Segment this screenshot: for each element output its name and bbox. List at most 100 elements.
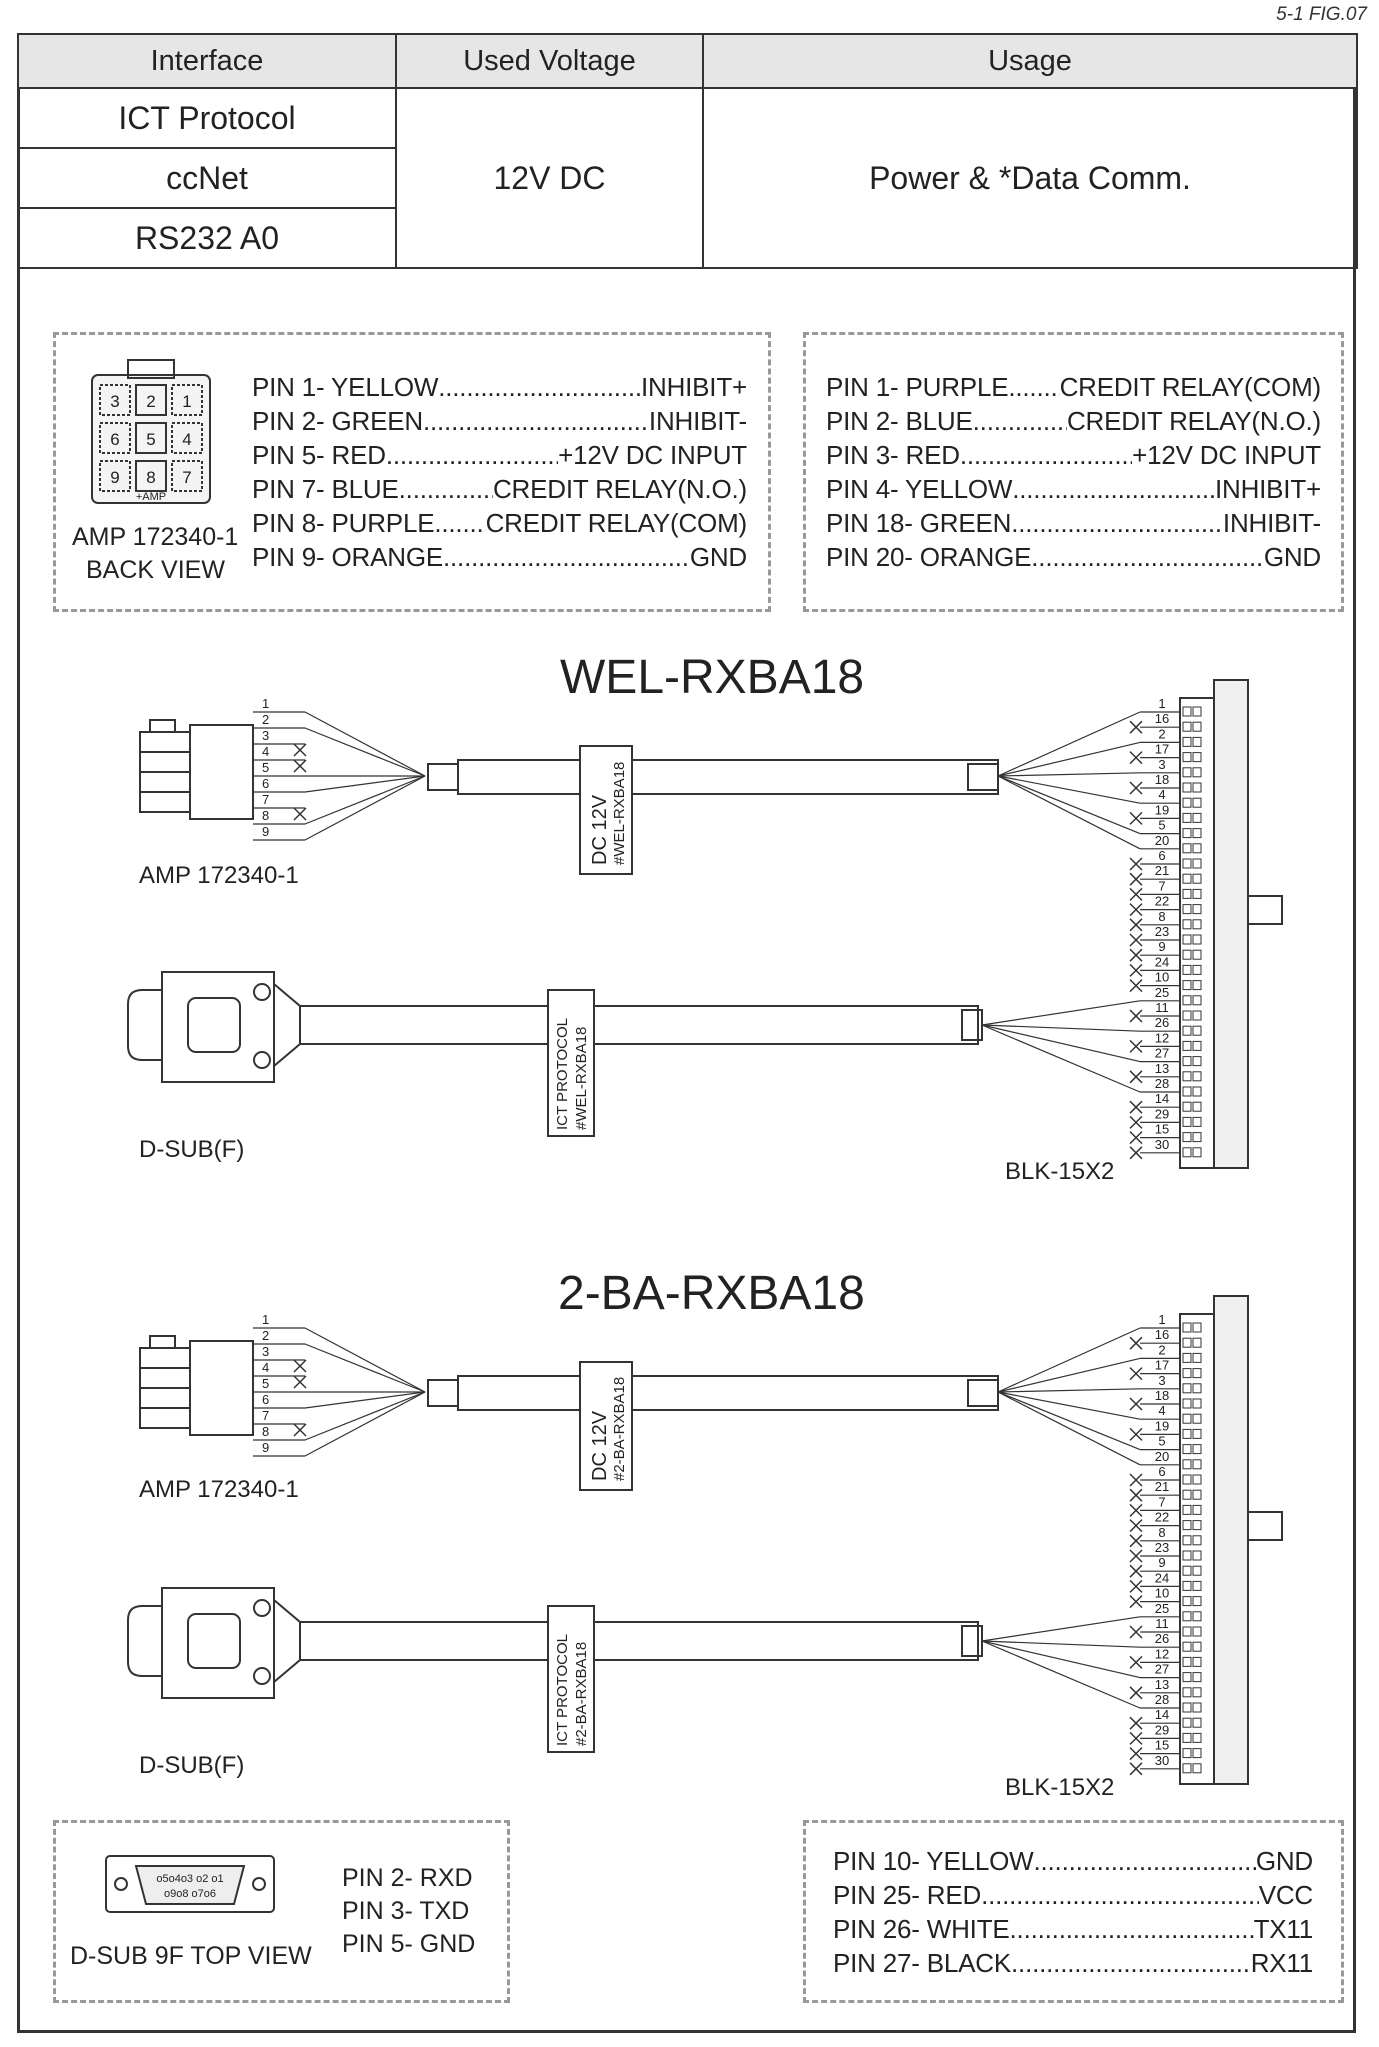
amp-mark: +AMP <box>136 491 166 503</box>
blk-terminal <box>1192 1504 1202 1515</box>
interface-ccnet: ccNet <box>17 147 397 209</box>
blk-pin-number: 28 <box>1155 1076 1169 1091</box>
no-connect-mark <box>1129 1549 1143 1563</box>
blk-terminal <box>1192 1702 1202 1713</box>
blk-terminal <box>1192 1025 1202 1036</box>
interface-table: Interface Used Voltage Usage ICT Protoco… <box>17 33 1358 269</box>
blk-terminal <box>1182 1672 1192 1683</box>
amp-pin-row: PIN 5- RED..............................… <box>252 440 747 471</box>
blk-terminal <box>1182 1086 1192 1097</box>
blk-pin-leader: ........................................… <box>1031 542 1264 572</box>
wire <box>997 775 1141 804</box>
blk-pin-leader: ........................................… <box>1011 508 1223 538</box>
amp-pin-7: 7 <box>182 468 191 487</box>
blk-pin-function: INHIBIT- <box>1222 508 1321 538</box>
data-pin-leader: ........................................… <box>981 1880 1259 1910</box>
amp-pin-number: 7 <box>262 1408 269 1423</box>
no-connect-mark <box>1129 933 1143 947</box>
blk-pin-number: 4 <box>1158 1403 1165 1418</box>
blk-terminal <box>1182 888 1192 899</box>
blk-pin-number: 4 <box>1158 787 1165 802</box>
ict-tag-line-2: #2-BA-RXBA18 <box>573 1642 590 1746</box>
blk-pin-row: PIN 4- YELLOW...........................… <box>826 474 1321 505</box>
amp-pin-number: 9 <box>262 824 269 839</box>
blk-pin-number: 6 <box>1158 848 1165 863</box>
dsub-window <box>187 1613 241 1669</box>
wire <box>304 711 426 777</box>
blk-pin-number: 27 <box>1155 1046 1169 1061</box>
no-connect-mark <box>293 743 307 757</box>
blk-terminal <box>1192 1672 1202 1683</box>
dc-tag <box>579 1361 633 1491</box>
blk-pin-number: 11 <box>1155 1000 1169 1015</box>
data-pin-row: PIN 25- RED.............................… <box>833 1880 1313 1911</box>
blk-pin-number: 14 <box>1155 1707 1169 1722</box>
no-connect-mark <box>1129 872 1143 886</box>
amp-pin-row: PIN 8- PURPLE...........................… <box>252 508 747 539</box>
dc-tag-line-1: DC 12V <box>589 794 611 865</box>
ict-tag-line-2: #WEL-RXBA18 <box>573 1027 590 1130</box>
blk-terminal <box>1192 1413 1202 1424</box>
blk-terminal <box>1182 1596 1192 1607</box>
amp-pin-1: 1 <box>182 392 191 411</box>
blk-pin-leader: ........................................… <box>959 440 1132 470</box>
wire <box>981 1000 1141 1026</box>
blk-terminal <box>1182 812 1192 823</box>
wire <box>304 1327 426 1393</box>
blk-terminal <box>1182 797 1192 808</box>
dsub-body <box>161 971 275 1083</box>
amp-caption-1: AMP 172340-1 <box>72 523 239 551</box>
dsub-screw <box>253 1599 271 1617</box>
blk-pin-number: 22 <box>1155 894 1169 909</box>
amp-pin-leader: ........................................… <box>443 542 690 572</box>
no-connect-mark <box>1129 1131 1143 1145</box>
blk-terminal <box>1182 1337 1192 1348</box>
blk-terminal <box>1182 1322 1192 1333</box>
blk-terminal <box>1182 904 1192 915</box>
blk-terminal <box>1192 1687 1202 1698</box>
blk-pin-number: 12 <box>1155 1646 1169 1661</box>
ict-cable <box>299 1005 979 1045</box>
blk-terminal <box>1192 1056 1202 1067</box>
amp-pin-number: 2 <box>262 1328 269 1343</box>
amp-pin-leader: ........................................… <box>438 372 641 402</box>
blk-terminal <box>1182 1147 1192 1158</box>
data-pin-row: PIN 27- BLACK...........................… <box>833 1948 1313 1979</box>
blk-terminal <box>1182 1565 1192 1576</box>
wire <box>997 1357 1141 1393</box>
blk-pin-number: 21 <box>1155 1479 1169 1494</box>
wire <box>304 1391 426 1441</box>
blk-terminal <box>1192 873 1202 884</box>
blk-terminal-body <box>1213 679 1249 1169</box>
blk-terminal <box>1192 1535 1202 1546</box>
amp-pin-function: CREDIT RELAY(N.O.) <box>492 474 747 504</box>
amp-pin-function: CREDIT RELAY(COM) <box>485 508 748 538</box>
blk-terminal <box>1192 1550 1202 1561</box>
wire <box>997 711 1141 777</box>
blk-terminal <box>1192 812 1202 823</box>
blk-terminal <box>1182 919 1192 930</box>
amp-caption-2: BACK VIEW <box>86 556 225 584</box>
blk-terminal <box>1192 1732 1202 1743</box>
no-connect-mark <box>1129 1747 1143 1761</box>
blk-pin-number: 22 <box>1155 1510 1169 1525</box>
dsub-view-box <box>53 1820 510 2003</box>
blk-terminal <box>1182 980 1192 991</box>
blk-terminal <box>1182 752 1192 763</box>
blk-terminal <box>1182 1504 1192 1515</box>
amp-pin-leader: ........................................… <box>422 406 649 436</box>
no-connect-mark <box>1129 1115 1143 1129</box>
blk-pin-row: PIN 20- ORANGE..........................… <box>826 542 1321 573</box>
blk-pin-label: PIN 3- RED <box>826 440 960 470</box>
blk-pin-number: 30 <box>1155 1137 1169 1152</box>
no-connect-mark <box>293 1375 307 1389</box>
blk-terminal <box>1182 782 1192 793</box>
blk-terminal <box>1192 949 1202 960</box>
blk-terminal <box>1182 1459 1192 1470</box>
figure-label: 5-1 FIG.07 <box>1276 4 1367 25</box>
no-connect-mark <box>1129 1488 1143 1502</box>
blk-terminal <box>1192 858 1202 869</box>
wire <box>981 1640 1141 1679</box>
no-connect-mark <box>293 1359 307 1373</box>
